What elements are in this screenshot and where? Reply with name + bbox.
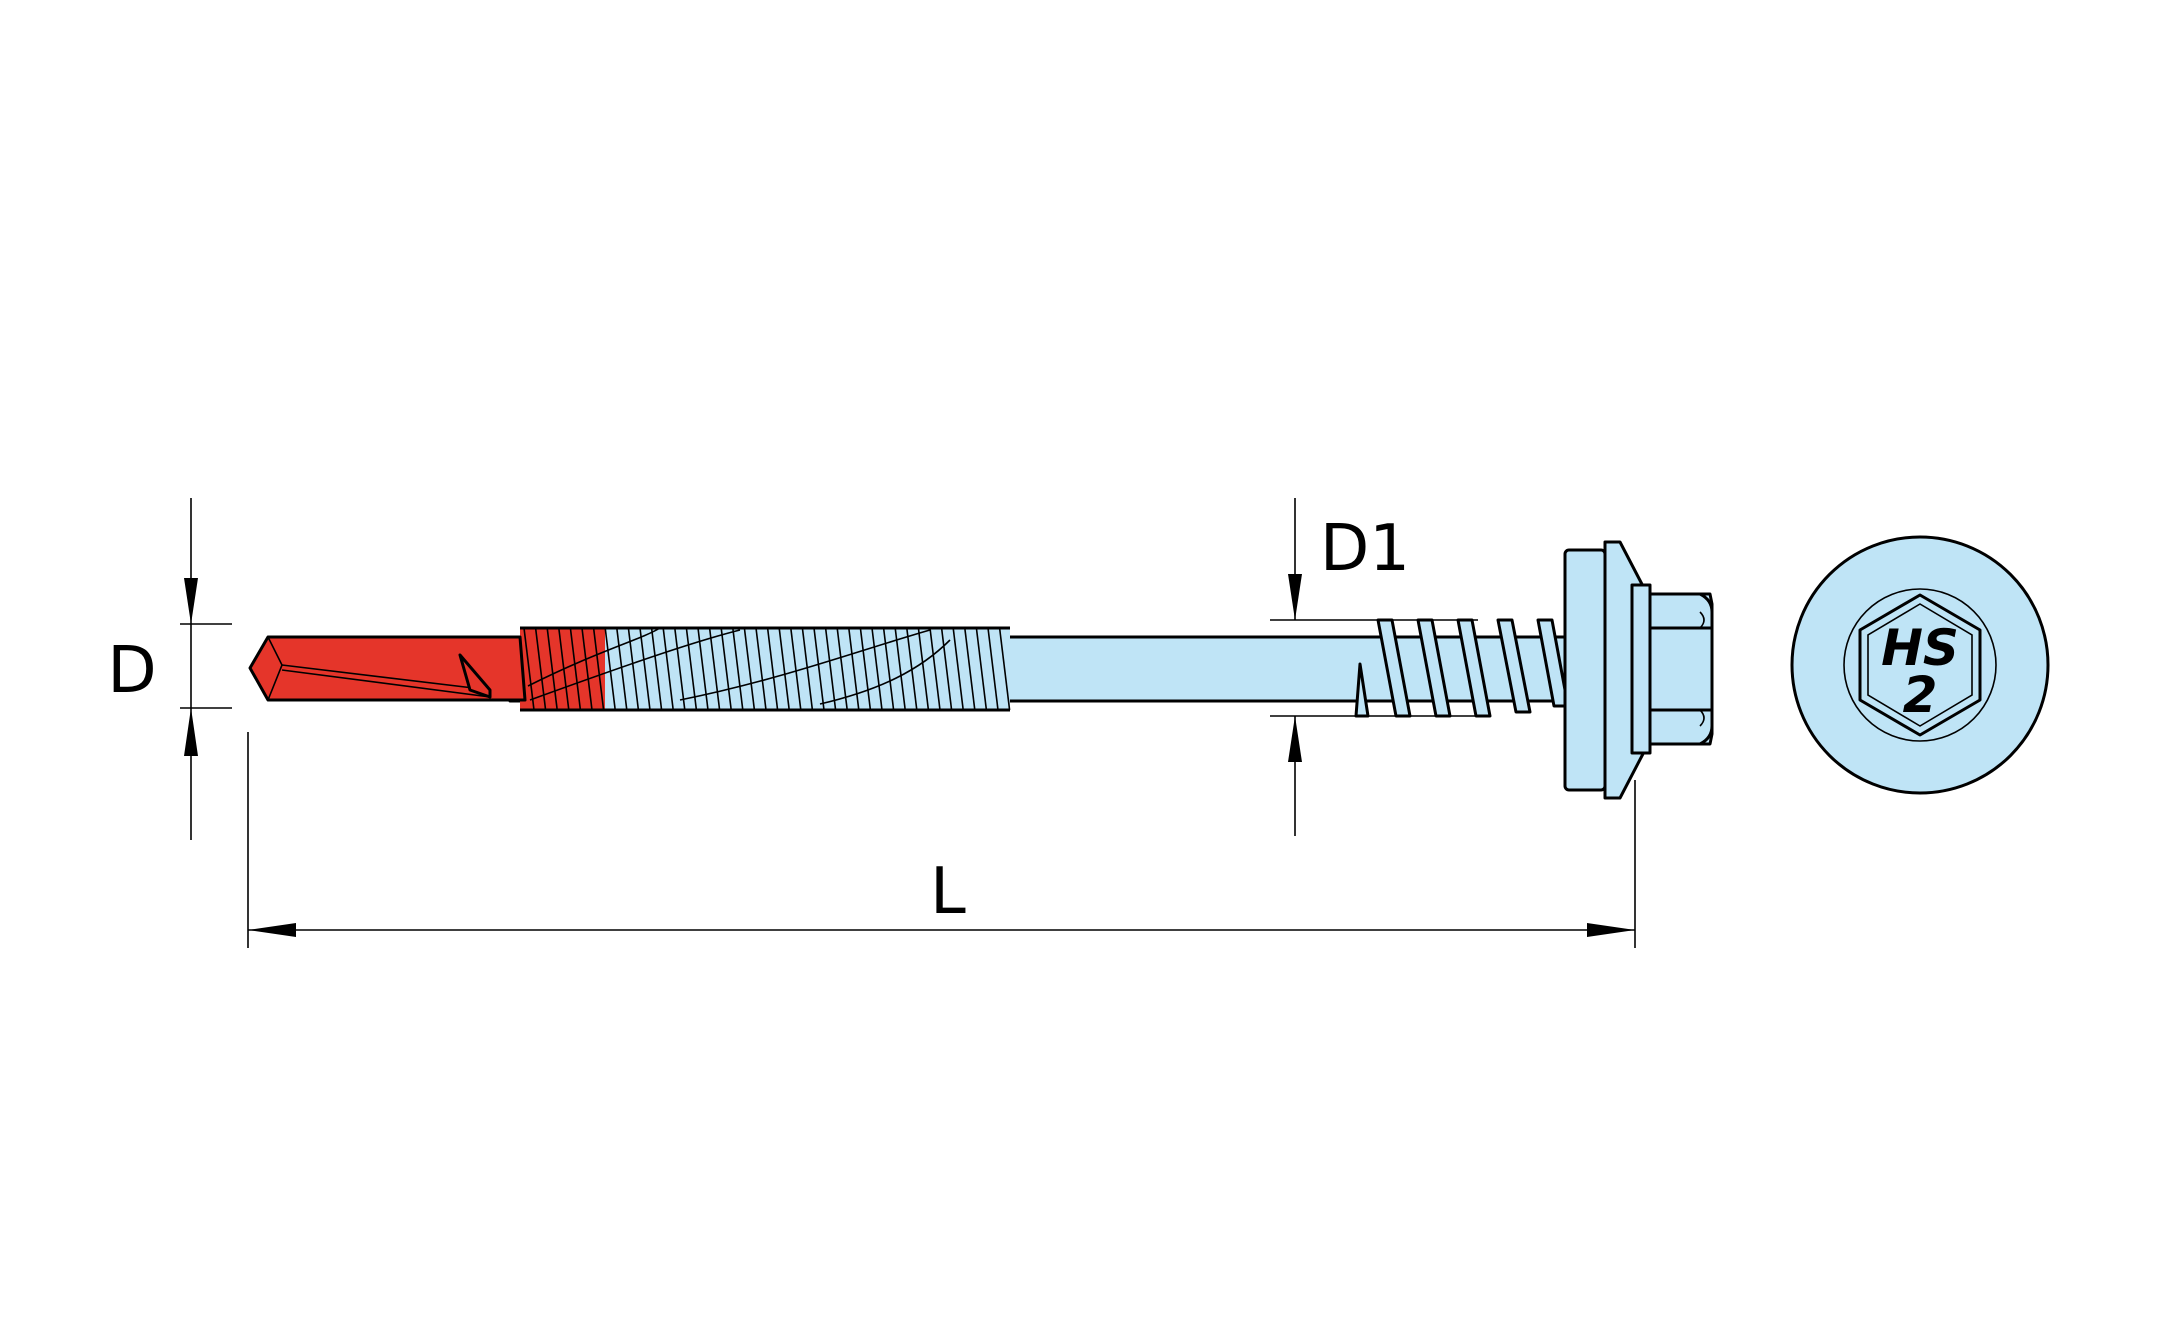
hex-outline	[1858, 593, 1982, 737]
thread-flank	[616, 627, 628, 711]
thread-flank	[720, 627, 732, 711]
thread-flank	[929, 627, 941, 711]
thread-flank	[546, 627, 558, 711]
head-inner-circle	[1843, 588, 1997, 742]
thread-flank	[569, 627, 582, 711]
thread-flank	[998, 627, 1011, 711]
thread-flank	[766, 627, 779, 711]
thread-flank	[917, 627, 930, 711]
label-l: L	[930, 855, 966, 929]
thread-flank	[813, 627, 825, 711]
thread-flank	[604, 627, 616, 711]
thread-flank	[964, 627, 976, 711]
thread-flank	[882, 627, 895, 711]
dimension-l: L	[247, 732, 1636, 948]
screw-head-top-view: HS 2	[1790, 535, 2050, 795]
thread-flank	[650, 627, 663, 711]
screw-head-side	[1563, 540, 1714, 800]
thread-flank	[859, 627, 872, 711]
thread-flank	[732, 627, 744, 711]
thread-flank	[708, 627, 721, 711]
washer	[1563, 548, 1607, 792]
thread-flank	[836, 627, 848, 711]
dimension-d: D	[107, 498, 232, 840]
thread-flank	[743, 627, 756, 711]
label-d1: D1	[1320, 512, 1410, 586]
thread-flank	[755, 627, 767, 711]
thread-flank	[894, 627, 906, 711]
thread-flank	[801, 627, 814, 711]
hex-inner-outline	[1867, 603, 1973, 727]
thread-flank	[952, 627, 964, 711]
head-outer-circle	[1790, 535, 2050, 795]
main-thread-section	[520, 626, 1011, 712]
thread-flank	[987, 627, 999, 711]
head-marking-line2: 2	[1903, 666, 1938, 724]
thread-flank	[824, 627, 837, 711]
thread-flank	[662, 627, 674, 711]
thread-flank	[592, 627, 605, 711]
thread-flank	[871, 627, 883, 711]
thread-flank	[523, 627, 535, 711]
thread-flank	[778, 627, 790, 711]
drill-tip	[248, 635, 527, 702]
head-collar	[1630, 583, 1652, 755]
thread-flank	[848, 627, 860, 711]
thread-flank	[975, 627, 988, 711]
thread-flank	[581, 627, 593, 711]
thread-flank	[940, 627, 953, 711]
thread-flank	[790, 627, 802, 711]
thread-flank	[674, 627, 686, 711]
head-marking-line1: HS	[1881, 619, 1959, 677]
dimension-d1: D1	[1288, 498, 1410, 836]
label-d: D	[107, 634, 156, 708]
thread-flank	[534, 627, 547, 711]
thread-flank	[639, 627, 651, 711]
